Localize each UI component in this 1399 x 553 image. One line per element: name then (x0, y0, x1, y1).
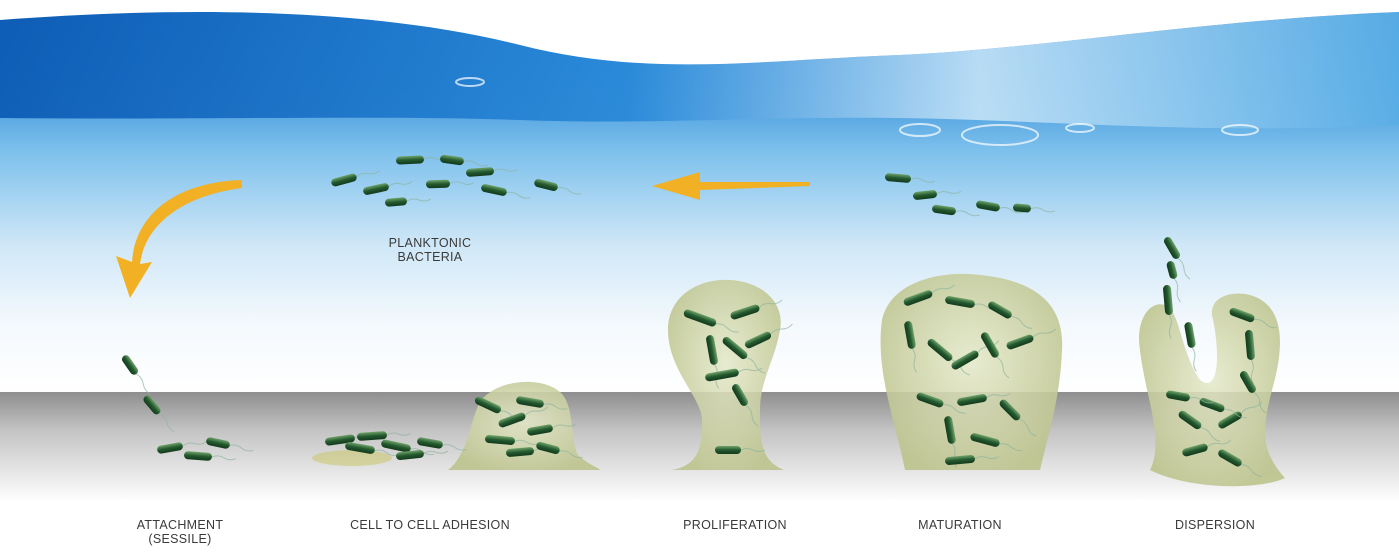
label-dispersion-text: DISPERSION (1150, 518, 1280, 532)
label-cell-to-cell-adhesion: CELL TO CELL ADHESION (330, 518, 530, 532)
adhesion-slime (312, 450, 392, 466)
label-attachment: ATTACHMENT (SESSILE) (125, 518, 235, 546)
label-attachment-line-2: (SESSILE) (125, 532, 235, 546)
label-dispersion: DISPERSION (1150, 518, 1280, 532)
label-planktonic-bacteria: PLANKTONIC BACTERIA (380, 236, 480, 264)
label-maturation: MATURATION (895, 518, 1025, 532)
label-proliferation: PROLIFERATION (670, 518, 800, 532)
label-adhesion-text: CELL TO CELL ADHESION (330, 518, 530, 532)
label-planktonic-line-2: BACTERIA (380, 250, 480, 264)
label-planktonic-line-1: PLANKTONIC (380, 236, 480, 250)
label-attachment-line-1: ATTACHMENT (125, 518, 235, 532)
label-maturation-text: MATURATION (895, 518, 1025, 532)
label-proliferation-text: PROLIFERATION (670, 518, 800, 532)
